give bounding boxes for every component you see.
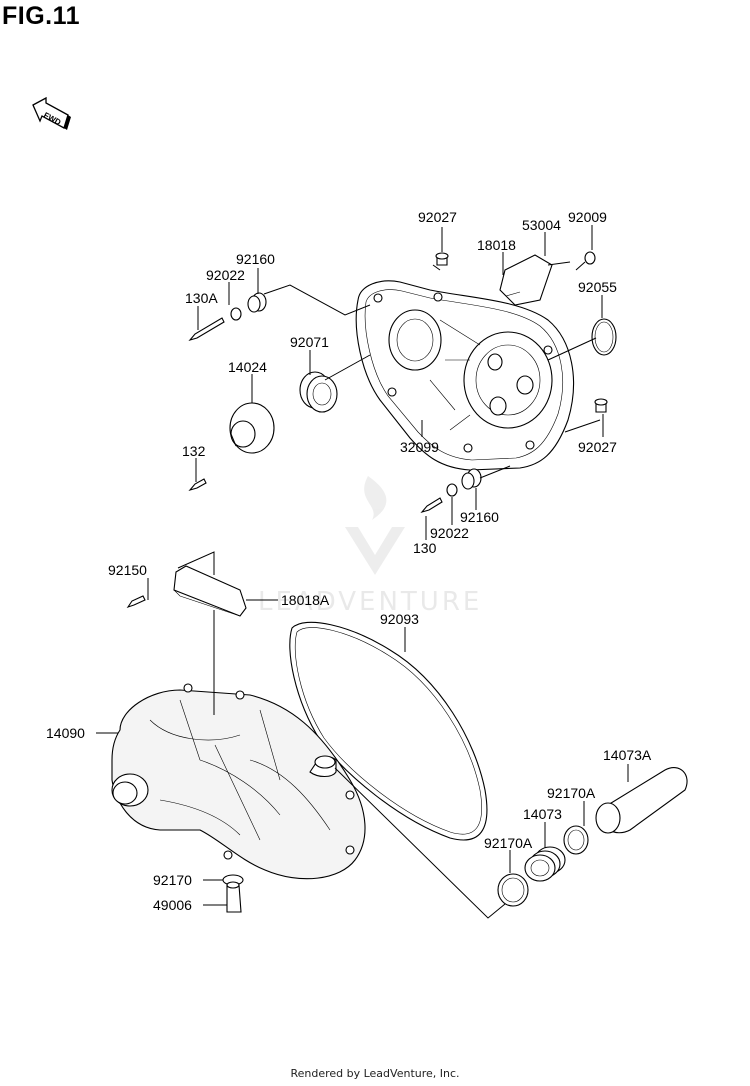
part-labels: 92027 53004 92009 18018 92055 92160 9202… — [46, 209, 652, 913]
hose-49006[interactable] — [226, 881, 242, 913]
clamp-92170A-right[interactable] — [563, 825, 589, 855]
part-label-14073A[interactable]: 14073A — [603, 747, 652, 763]
plate-18018A[interactable] — [173, 551, 247, 632]
bolt-92150[interactable] — [126, 595, 146, 609]
inner-cover-32099[interactable] — [355, 280, 574, 471]
part-label-92150[interactable]: 92150 — [108, 562, 147, 578]
part-label-132[interactable]: 132 — [182, 443, 206, 459]
o-ring-92055[interactable] — [591, 318, 617, 356]
cap-14024[interactable] — [229, 402, 275, 454]
bolt-92027-top[interactable] — [432, 252, 449, 271]
part-label-92022-bottom[interactable]: 92022 — [430, 525, 469, 541]
part-label-49006[interactable]: 49006 — [153, 897, 192, 913]
part-label-92160-bottom[interactable]: 92160 — [460, 509, 499, 525]
part-label-92071[interactable]: 92071 — [290, 334, 329, 350]
part-label-92160-top[interactable]: 92160 — [236, 251, 275, 267]
figure-title: FIG.11 — [2, 2, 81, 30]
part-label-53004[interactable]: 53004 — [522, 217, 561, 233]
part-label-92170A-left[interactable]: 92170A — [484, 835, 533, 851]
part-label-92093[interactable]: 92093 — [380, 611, 419, 627]
grommet-set-bottom[interactable] — [420, 468, 482, 514]
part-label-92009[interactable]: 92009 — [568, 209, 607, 225]
part-label-14024[interactable]: 14024 — [228, 359, 267, 375]
plate-18018[interactable] — [499, 254, 553, 306]
bolt-92009[interactable] — [575, 251, 596, 271]
bolt-132[interactable] — [188, 478, 207, 492]
bolt-92027-right[interactable] — [594, 398, 608, 413]
part-label-130A[interactable]: 130A — [185, 290, 218, 306]
bellows-14073[interactable] — [524, 846, 566, 882]
gasket-92093[interactable] — [289, 621, 488, 841]
leader-lines-upper — [195, 225, 604, 540]
part-label-92170[interactable]: 92170 — [153, 872, 192, 888]
fwd-arrow-icon[interactable]: FWD — [32, 96, 71, 130]
part-label-92055[interactable]: 92055 — [578, 279, 617, 295]
leader-lines-lower — [96, 578, 629, 919]
part-label-18018A[interactable]: 18018A — [281, 592, 330, 608]
clamp-92170A-left[interactable] — [497, 873, 529, 907]
part-label-92027-top[interactable]: 92027 — [418, 209, 457, 225]
part-label-92027-right[interactable]: 92027 — [578, 439, 617, 455]
grommet-set-top[interactable] — [188, 292, 267, 342]
part-label-92170A-right[interactable]: 92170A — [547, 785, 596, 801]
part-label-32099[interactable]: 32099 — [400, 439, 439, 455]
outer-cover-14090[interactable] — [111, 683, 366, 880]
footer-credit: Rendered by LeadVenture, Inc. — [290, 1067, 460, 1080]
watermark: LEADVENTURE — [258, 476, 482, 617]
part-label-14090[interactable]: 14090 — [46, 725, 85, 741]
part-label-92022-top[interactable]: 92022 — [206, 267, 245, 283]
seal-92071[interactable] — [299, 371, 338, 413]
part-label-18018[interactable]: 18018 — [477, 237, 516, 253]
duct-14073A[interactable] — [595, 767, 688, 834]
part-label-130[interactable]: 130 — [413, 540, 437, 556]
watermark-text: LEADVENTURE — [258, 587, 482, 617]
part-label-14073[interactable]: 14073 — [523, 806, 562, 822]
